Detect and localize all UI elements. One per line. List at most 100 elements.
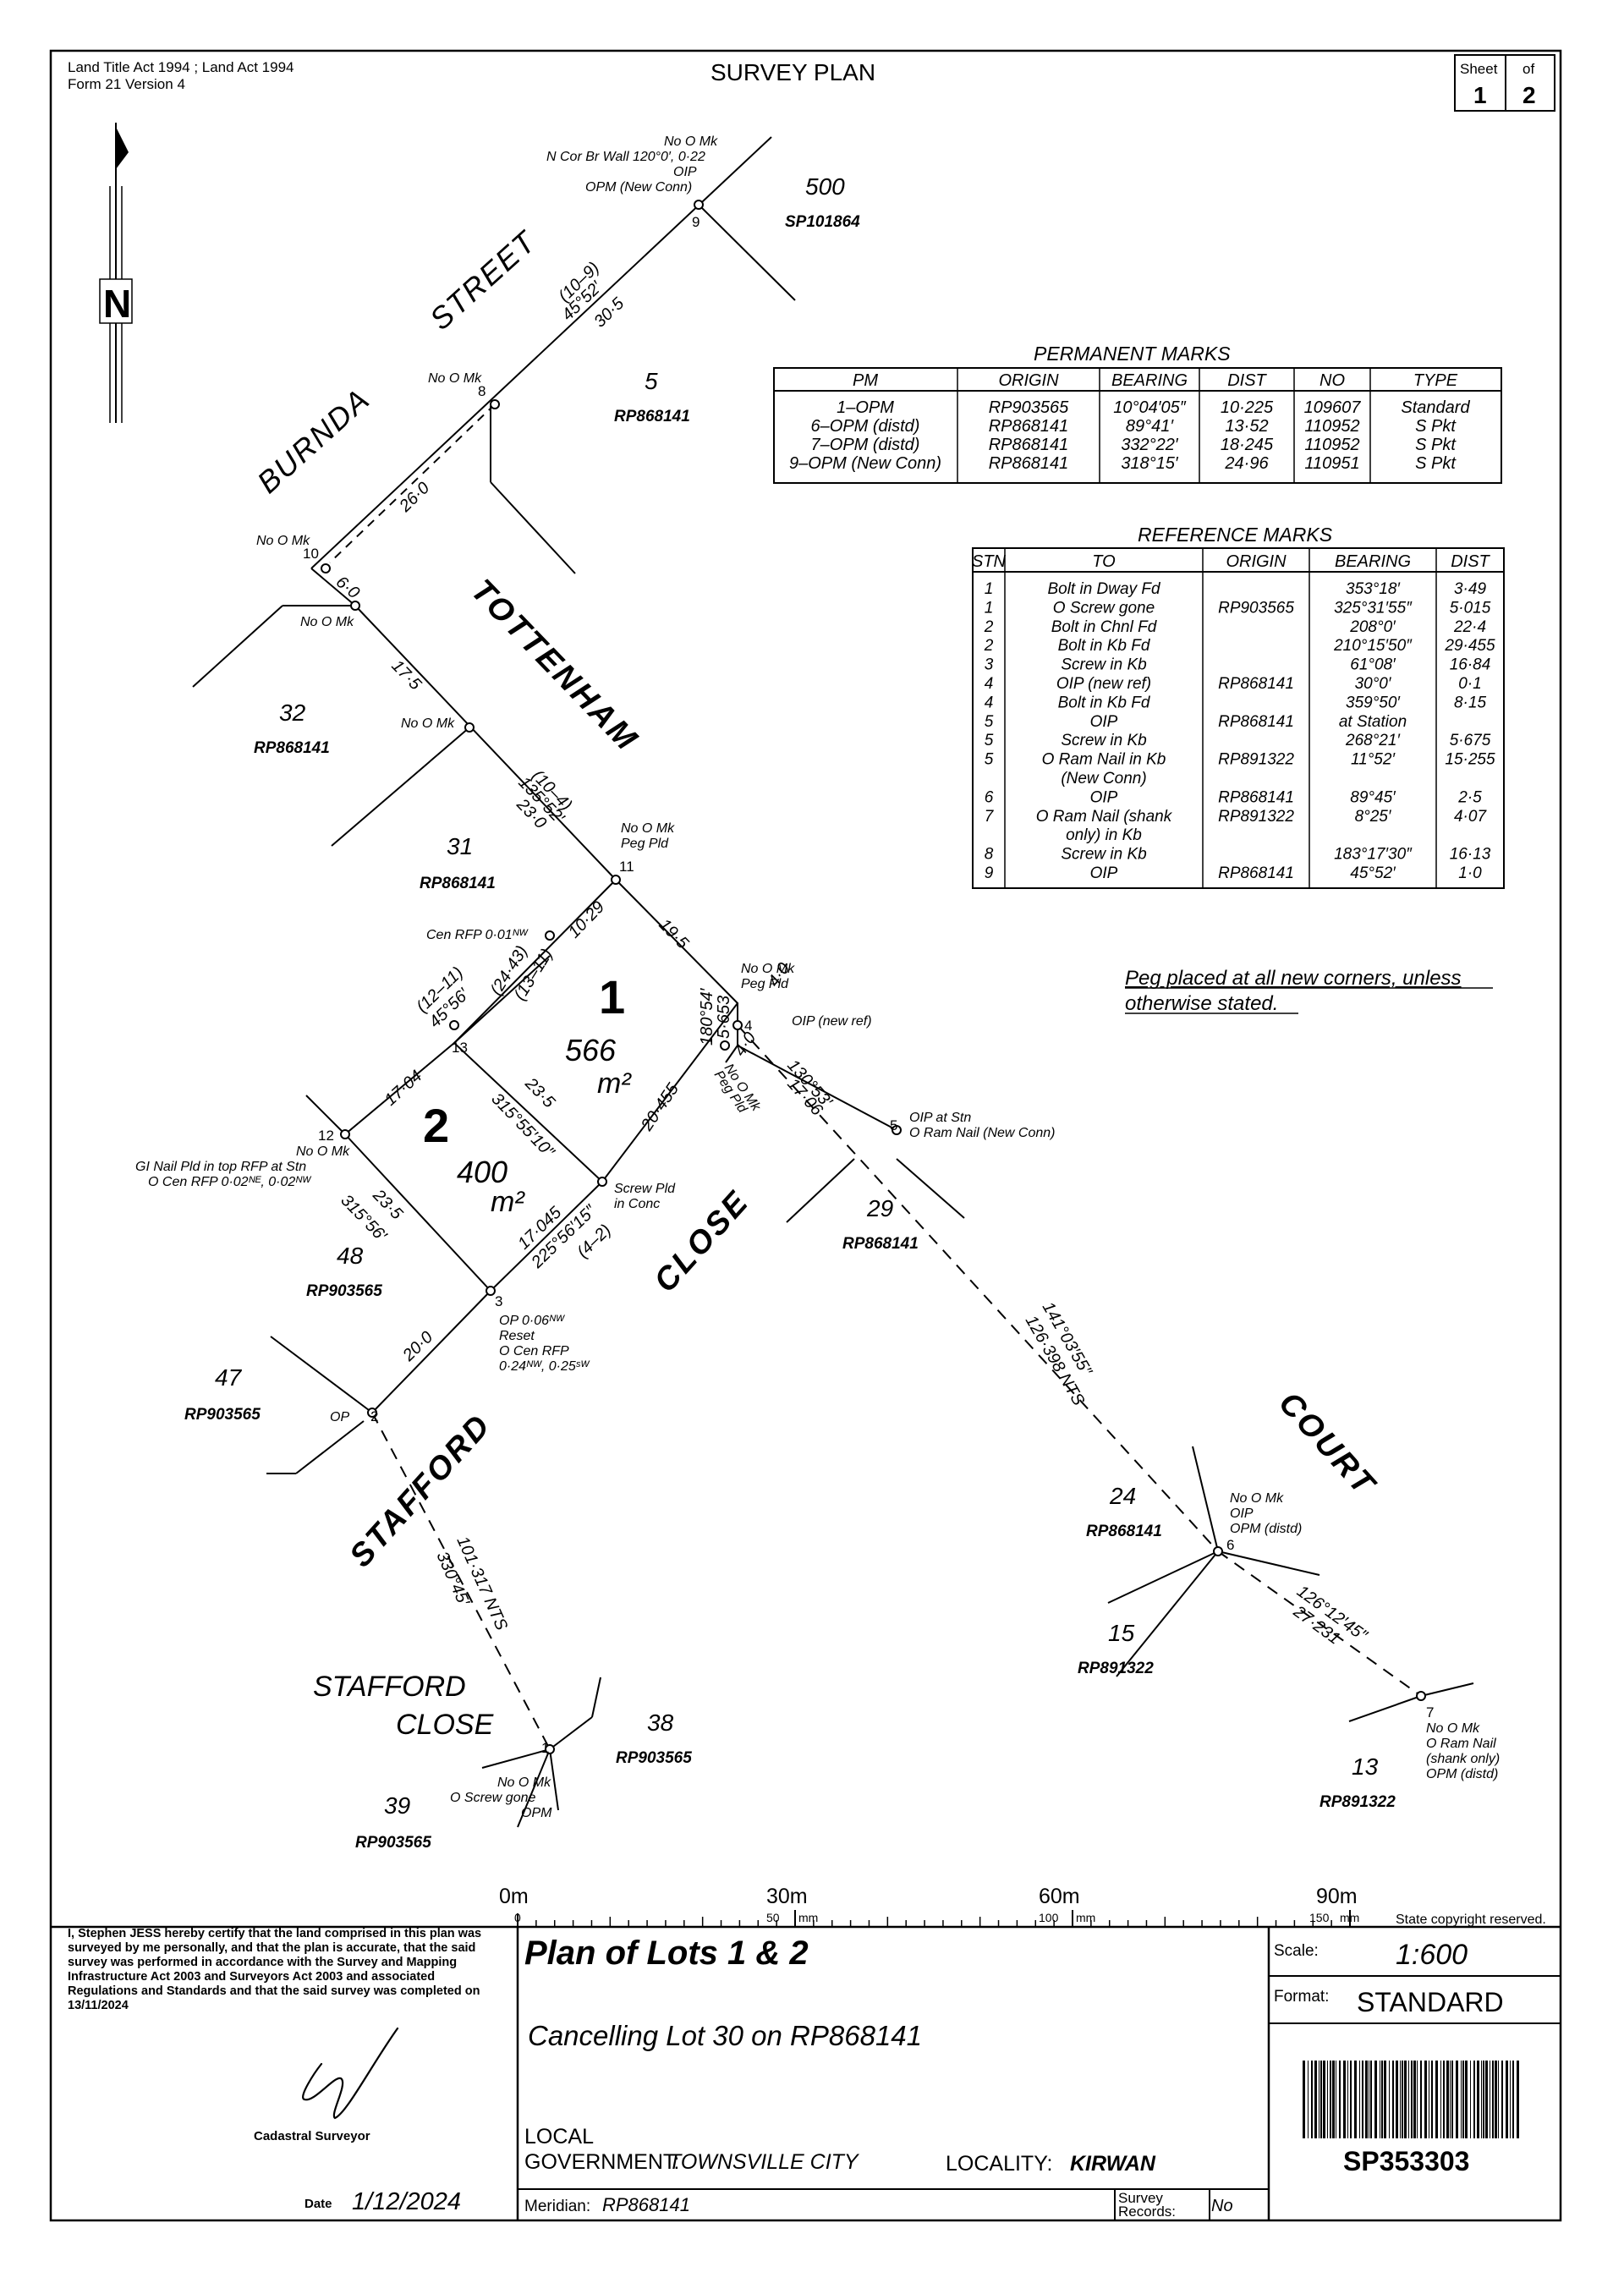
mark-9-line-2: N Cor Br Wall 120°0′, 0·22 [546,150,705,164]
barcode-bar [1485,2061,1488,2138]
plan-heading: SURVEY PLAN [710,59,875,85]
rm-cell: OIP [1090,864,1118,882]
station-11 [611,875,621,885]
dim-23-5-a: 23·5 [521,1073,559,1111]
barcode-bar [1450,2061,1451,2138]
rm-cell: RP868141 [1218,864,1294,882]
mark-3-line-2: Reset [499,1329,535,1343]
dim-17-04: 17·04 [381,1067,426,1110]
rm-cell: 5 [985,713,994,731]
barcode-bar [1314,2061,1317,2138]
barcode-bar [1396,2061,1398,2138]
barcode-bar [1408,2061,1409,2138]
rm-cell: 2 [984,618,994,636]
rm-cell: Bolt in Chnl Fd [1051,618,1158,636]
header: Land Title Act 1994 ; Land Act 1994 Form… [68,54,1555,112]
rm-cell: 89°45′ [1350,788,1396,806]
station-9 [694,200,704,210]
lot-32-number: 32 [279,700,306,726]
mark-1-line-2: O Screw gone [450,1791,535,1805]
barcode-bar [1473,2061,1475,2138]
locality-label: LOCALITY: [946,2152,1052,2176]
station-number-4: 4 [744,1018,752,1034]
pm-header-cell: DIST [1227,371,1267,390]
barcode-bar [1470,2061,1471,2138]
station-number-13: 13 [452,1040,468,1056]
format-value: STANDARD [1357,1987,1504,2017]
barcode-bar [1347,2061,1348,2138]
mark-4-line-3: OIP (new ref) [792,1014,872,1029]
station-number-11: 11 [619,859,634,875]
rm-cell: 325°31′55″ [1334,599,1413,617]
date-label: Date [304,2197,332,2211]
rm-cell: OIP [1090,788,1118,806]
mark-annotations: No O Mk N Cor Br Wall 120°0′, 0·22 OIP O… [135,134,1500,1820]
rm-cell: RP903565 [1218,599,1294,617]
lot-2-area: 400 [457,1155,508,1189]
rm-cell: RP868141 [1218,713,1294,731]
rm-header-cell: ORIGIN [1226,552,1287,571]
mark-9-line-3: OIP [673,165,697,179]
scale-label: Scale: [1274,1942,1319,1960]
lot-500-number: 500 [805,173,845,200]
station-number-6: 6 [1226,1537,1234,1553]
barcode-bar [1443,2061,1445,2138]
station-3 [486,1286,496,1296]
scale-small-mm-3: mm [1340,1911,1359,1924]
mark-12-line-2: GI Nail Pld in top RFP at Stn [135,1160,306,1174]
dim-20-0: 20·0 [398,1328,436,1365]
pm-header-cell: BEARING [1111,371,1188,390]
barcode-bar [1303,2061,1305,2138]
barcode-bar [1365,2061,1368,2138]
rm-cell: 11°52′ [1351,751,1396,769]
pm-cell: 7–OPM (distd) [811,436,920,454]
meridian-label: Meridian: [524,2198,590,2215]
lot-13-plan: RP891322 [1320,1793,1396,1811]
barcode-bar [1384,2061,1386,2138]
barcode-bar [1501,2061,1503,2138]
plan-title: Plan of Lots 1 & 2 [524,1935,809,1972]
barcode-icon [1303,2061,1519,2138]
government-label: GOVERNMENT: [524,2150,679,2174]
mark-2: OP [330,1410,349,1424]
rm-cell: Screw in Kb [1061,732,1146,749]
plan-number: SP353303 [1343,2146,1469,2176]
rm-cell: 30°0′ [1355,675,1392,693]
rm-cell: 8°25′ [1355,808,1392,826]
mark-8: No O Mk [428,371,482,386]
rm-cell: RP891322 [1218,808,1294,826]
lot-32-plan: RP868141 [254,739,330,757]
mark-9-line-1: No O Mk [664,134,718,149]
barcode-bar [1456,2061,1458,2138]
mark-1-line-3: OPM [521,1806,552,1820]
rm-cell: 210°15′50″ [1333,637,1413,655]
scale-ticks [517,1917,1351,1927]
lot-29-plan: RP868141 [842,1235,919,1253]
barcode-bar [1323,2061,1325,2138]
road-tottenham: TOTTENHAM [464,573,645,759]
barcode-bar [1332,2061,1335,2138]
pm-header-cell: TYPE [1413,371,1458,390]
lot-15-plan: RP891322 [1078,1660,1154,1677]
mark-screw-line-2: in Conc [614,1197,660,1211]
scale-value: 1:600 [1396,1939,1468,1971]
mark-cen-rfp: Cen RFP 0·01ᴺᵂ [426,928,529,942]
pm-cell: RP868141 [989,436,1069,454]
barcode-bar [1435,2061,1438,2138]
barcode-bar [1424,2061,1427,2138]
neighbour-lots: 500 SP101864 5 RP868141 32 RP868141 31 R… [184,173,1396,1852]
mark-1-line-1: No O Mk [497,1775,551,1790]
mark-5-line-2: O Ram Nail (New Conn) [909,1126,1055,1140]
lot-24-plan: RP868141 [1086,1523,1162,1540]
barcode-bar [1465,2061,1468,2138]
dim-6-0: 6·0 [332,573,363,602]
mark-5-line-1: OIP at Stn [909,1111,971,1125]
rm-cell: (New Conn) [1061,770,1146,788]
lot-24-number: 24 [1109,1483,1136,1509]
barcode-bar [1350,2061,1352,2138]
rm-cell: 29·455 [1444,637,1495,655]
rm-cell: 268°21′ [1345,732,1401,749]
local-label: LOCAL [524,2125,594,2149]
